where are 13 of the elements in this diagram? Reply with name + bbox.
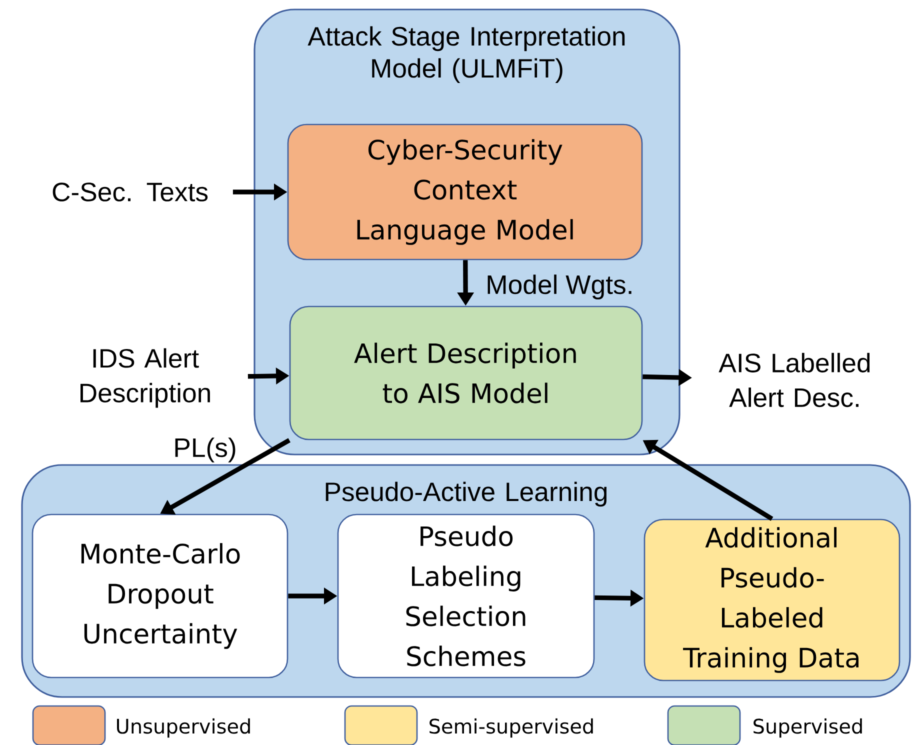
legend-text: Semi-supervised [430,718,593,738]
process-box: Additional Pseudo-Labeled Training Data [644,518,900,682]
legend-text: Supervised [754,718,862,738]
input-text: IDS Alert Description [80,348,210,408]
process-box: Monte-Carlo Dropout Uncertainty [32,514,288,678]
legend-text: Unsupervised [117,718,250,738]
process-box: Alert Description to AIS Model [289,306,643,440]
input-text: C-Sec. Texts [52,182,208,202]
edge-label: PL(s) [172,436,238,464]
process-box: Cyber-Security Context Language Model [287,124,643,260]
edge-label: Model Wgts. [484,273,636,301]
output-text: AIS Labelled Alert Desc. [718,352,870,408]
process-box: Pseudo Labeling Selection Schemes [337,514,595,678]
